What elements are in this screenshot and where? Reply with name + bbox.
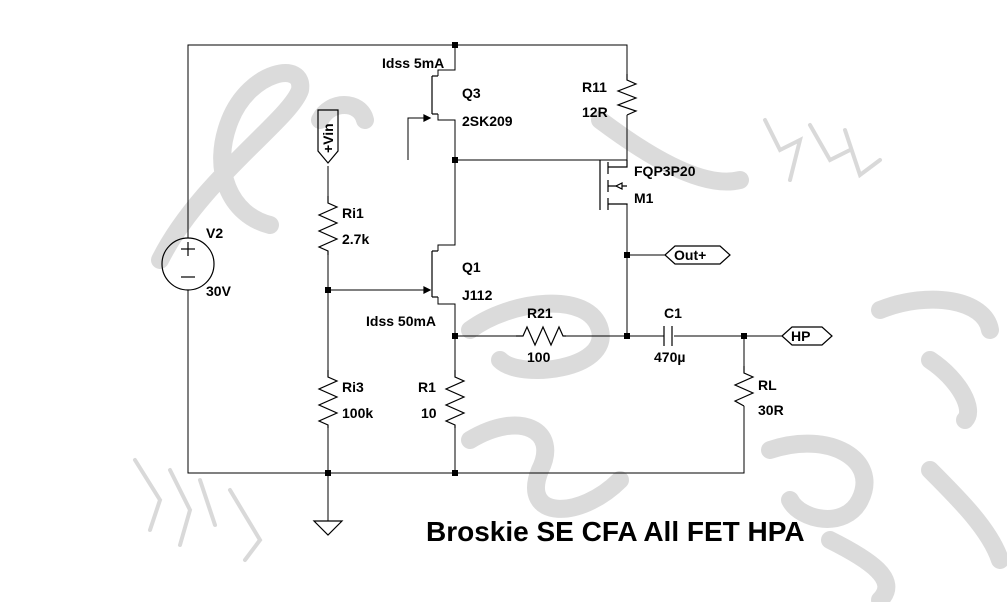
m1-ref: M1 xyxy=(634,190,654,206)
q3-note: Idss 5mA xyxy=(382,55,444,71)
r21-ref: R21 xyxy=(527,305,553,321)
jfet-q1: Q1 J112 Idss 50mA xyxy=(366,250,493,329)
q1-ref: Q1 xyxy=(462,259,481,275)
v2-value: 30V xyxy=(206,283,232,299)
ri1-value: 2.7k xyxy=(342,231,369,247)
resistor-rl: RL 30R xyxy=(733,366,784,418)
port-out: Out+ xyxy=(664,245,731,265)
c1-value: 470µ xyxy=(654,349,685,365)
r21-value: 100 xyxy=(527,349,551,365)
ri3-value: 100k xyxy=(342,405,373,421)
junction-nodes xyxy=(325,42,747,476)
resistor-r11: R11 12R xyxy=(582,74,638,120)
r1-value: 10 xyxy=(421,405,437,421)
resistor-ri1: Ri1 2.7k xyxy=(317,196,369,255)
c1-ref: C1 xyxy=(664,305,682,321)
watermark xyxy=(133,64,1007,602)
schematic-title: Broskie SE CFA All FET HPA xyxy=(426,516,805,547)
port-hp-label: HP xyxy=(791,328,810,344)
rl-ref: RL xyxy=(758,377,777,393)
r1-ref: R1 xyxy=(418,379,436,395)
q3-part: 2SK209 xyxy=(462,113,513,129)
q1-part: J112 xyxy=(462,287,493,303)
q3-ref: Q3 xyxy=(462,85,481,101)
jfet-q3: Idss 5mA Q3 2SK209 xyxy=(382,55,513,129)
q1-note: Idss 50mA xyxy=(366,313,436,329)
wires xyxy=(187,44,782,521)
capacitor-c1: C1 470µ xyxy=(654,305,685,365)
voltage-source-v2: V2 30V xyxy=(161,225,232,299)
mosfet-m1: FQP3P20 M1 xyxy=(599,160,696,210)
resistor-r21: R21 100 xyxy=(516,305,566,365)
v2-ref: V2 xyxy=(206,225,223,241)
ground-icon xyxy=(312,520,344,536)
resistor-r1: R1 10 xyxy=(418,370,466,428)
resistor-ri3: Ri3 100k xyxy=(317,370,373,428)
m1-part: FQP3P20 xyxy=(634,163,696,179)
port-out-label: Out+ xyxy=(674,247,706,263)
r11-value: 12R xyxy=(582,104,608,120)
port-vin: +Vin xyxy=(317,109,339,164)
rl-value: 30R xyxy=(758,402,784,418)
ri1-ref: Ri1 xyxy=(342,205,364,221)
port-vin-label: +Vin xyxy=(320,123,336,153)
port-hp: HP xyxy=(781,326,833,346)
ri3-ref: Ri3 xyxy=(342,379,364,395)
r11-ref: R11 xyxy=(582,79,607,95)
